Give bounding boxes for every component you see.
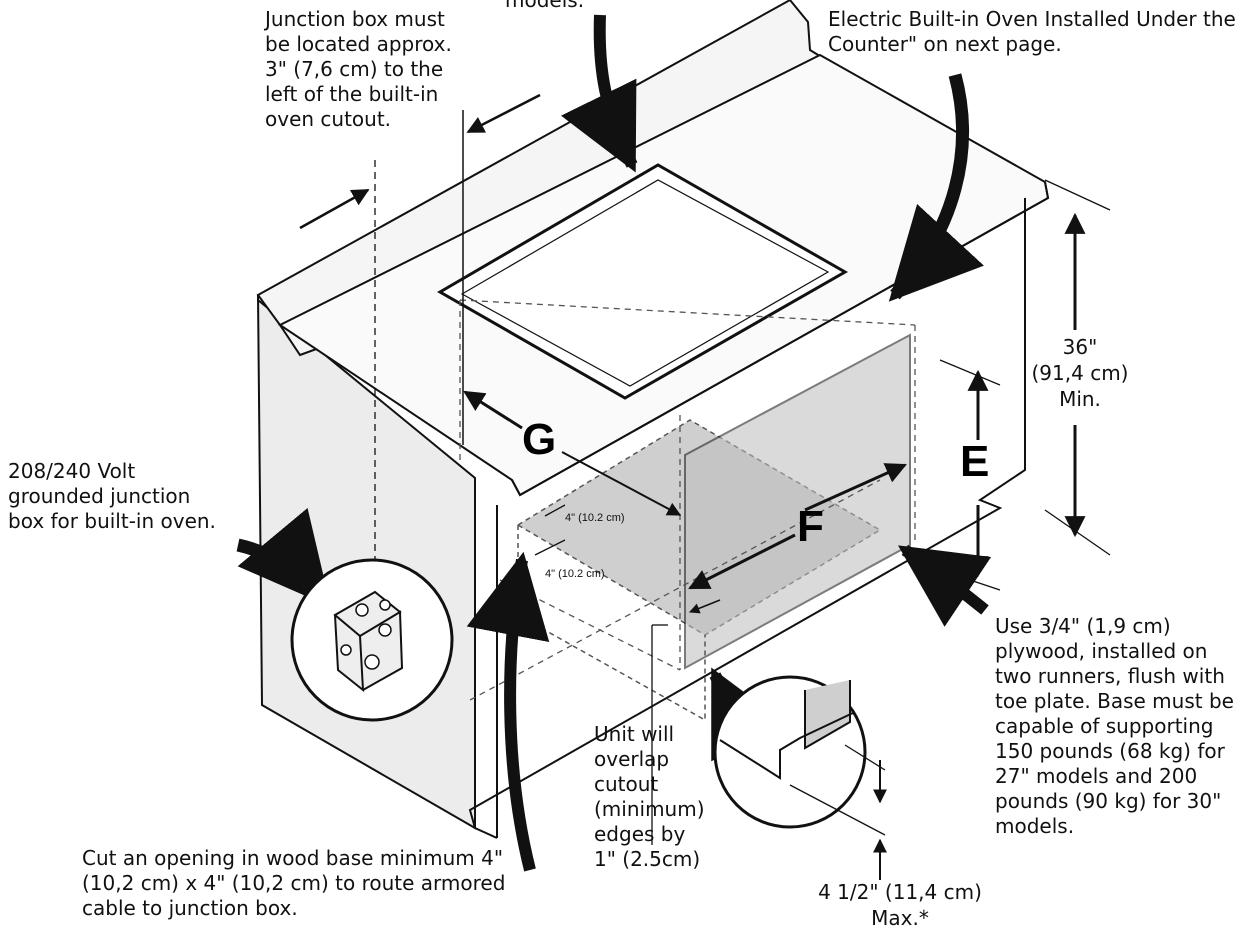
cooktop-cutout <box>437 163 849 400</box>
toe-dim-1: 4 1/2" (11,4 cm) <box>818 880 982 904</box>
arrow-cooktop <box>560 14 638 173</box>
junction-location-note: Junction box must be located approx. 3" … <box>265 7 452 131</box>
arrow-plywood <box>898 545 992 627</box>
opening-note: Cut an opening in wood base minimum 4" (… <box>82 846 506 920</box>
height-dim-2: (91,4 cm) <box>1031 361 1129 385</box>
small-dim-1: 4" (10.2 cm) <box>565 512 625 524</box>
arrow-opening <box>466 551 550 872</box>
junction-box-icon <box>333 590 404 693</box>
label-f: F <box>797 502 824 551</box>
plywood-note: Use 3/4" (1,9 cm) plywood, installed on … <box>995 614 1234 838</box>
height-dim-3: Min. <box>1059 387 1101 411</box>
small-dim-2: 4" (10.2 cm) <box>545 568 605 580</box>
counter-edge <box>511 181 1050 497</box>
height-dim-1: 36" <box>1062 335 1098 359</box>
oven-reference-note: Electric Built-in Oven Installed Under t… <box>828 7 1236 56</box>
label-g: G <box>522 415 557 464</box>
toe-dim-2: Max.* <box>871 906 929 930</box>
arrow-oven <box>888 73 984 302</box>
label-e: E <box>960 437 990 486</box>
cabinet-right-face <box>468 198 1026 839</box>
overlap-note: Unit will overlap cutout (minimum) edges… <box>594 722 705 871</box>
junction-box-note: 208/240 Volt grounded junction box for b… <box>8 459 216 533</box>
models-note: models. <box>505 0 585 12</box>
